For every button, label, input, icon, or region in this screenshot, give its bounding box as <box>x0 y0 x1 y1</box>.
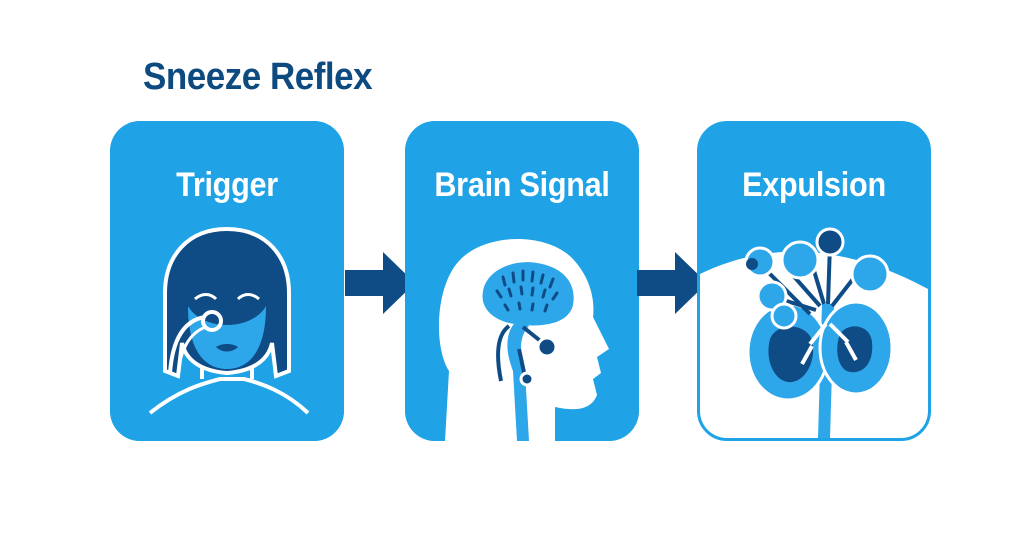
face-nose-irritation-icon <box>110 121 344 441</box>
arrow-right-icon <box>637 252 707 314</box>
arrow-right-icon <box>345 252 415 314</box>
lungs-expulsion-icon <box>700 124 928 438</box>
step-expulsion-panel: Expulsion <box>697 121 931 441</box>
step-brain-signal-panel: Brain Signal <box>405 121 639 441</box>
head-brain-nerve-icon <box>405 121 639 441</box>
step-trigger-panel: Trigger <box>110 121 344 441</box>
step-trigger-label: Trigger <box>176 166 278 204</box>
step-expulsion-label: Expulsion <box>742 166 886 204</box>
step-brain-signal-label: Brain Signal <box>434 166 610 204</box>
diagram-title: Sneeze Reflex <box>143 56 373 98</box>
